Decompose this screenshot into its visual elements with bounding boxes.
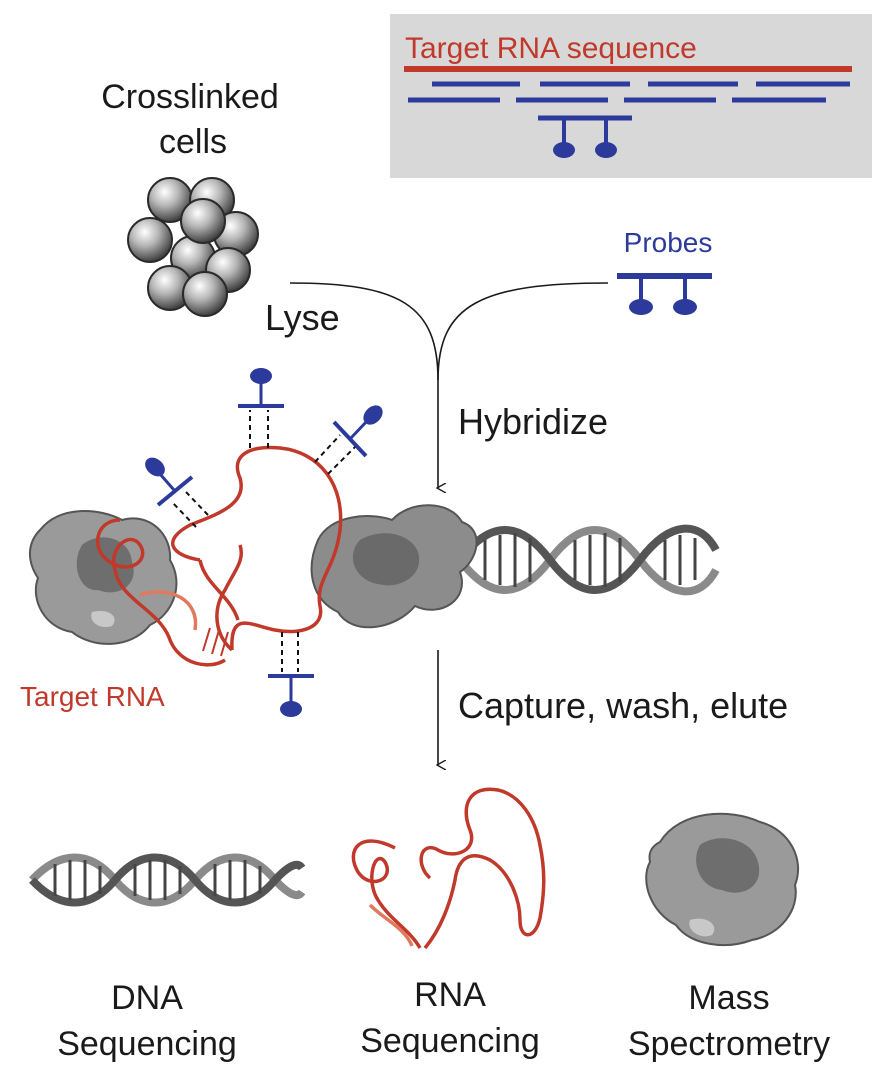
hybridize-label: Hybridize — [458, 401, 608, 442]
hybridized-probe-bottom — [268, 632, 314, 717]
crosslinked-label: Crosslinked — [101, 78, 279, 116]
dna-label-line1: DNA — [111, 979, 183, 1017]
sequence-inset-panel: Target RNA sequence — [390, 14, 872, 178]
rna-stem-icon — [202, 627, 229, 657]
target-rna-label: Target RNA — [20, 681, 165, 712]
cells-label: cells — [159, 123, 227, 161]
mass-label-line1: Mass — [688, 979, 769, 1017]
dna-output-icon — [29, 853, 306, 907]
rna-output-icon — [351, 787, 546, 950]
probe-icon — [617, 273, 712, 315]
merge-arrow — [289, 282, 609, 488]
mass-label-line2: Spectrometry — [628, 1025, 830, 1063]
biotin-probe-icon — [553, 118, 617, 158]
lyse-label: Lyse — [265, 297, 340, 338]
left-protein-icon — [29, 510, 178, 645]
chromatin-protein-icon — [310, 504, 478, 629]
capture-label: Capture, wash, elute — [458, 685, 788, 726]
dna-label-line2: Sequencing — [57, 1025, 237, 1063]
hybridized-probe-left — [145, 457, 209, 528]
target-rna-middle — [95, 445, 343, 667]
rna-label-line1: RNA — [414, 976, 486, 1014]
hybridized-probe-top — [238, 368, 284, 448]
hybridized-probe-upper-right — [314, 405, 383, 475]
tiled-probes — [408, 81, 850, 121]
protein-output-icon — [645, 812, 800, 946]
rna-label-line2: Sequencing — [360, 1022, 540, 1060]
target-sequence-label: Target RNA sequence — [405, 32, 697, 65]
probes-label: Probes — [624, 227, 713, 258]
crosslinked-cells-icon — [127, 177, 259, 317]
